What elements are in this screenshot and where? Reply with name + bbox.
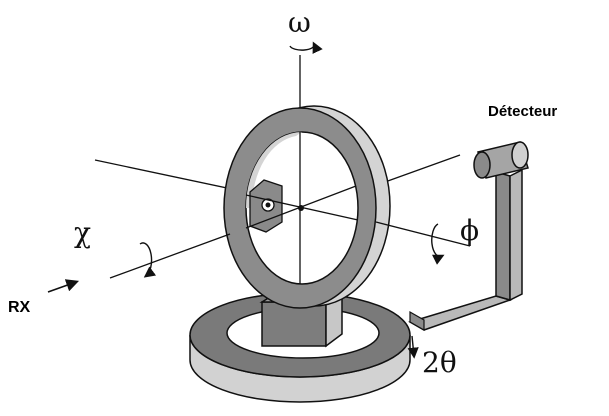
chi-axis-front: [109, 233, 231, 279]
phi-axis-front: [375, 221, 471, 247]
rotation-center: [298, 205, 304, 211]
chi-axis-back: [384, 154, 461, 183]
chi-label: χ: [74, 216, 91, 249]
chi-ring: [223, 105, 391, 309]
phi-label: ϕ: [460, 214, 479, 247]
detector-cylinder: [473, 141, 529, 179]
rx-beam-arrow: [47, 279, 80, 293]
chi-rotation-arrow: [139, 242, 157, 278]
two-theta-rotation-arrow: [407, 335, 419, 359]
omega-label: ω: [288, 6, 311, 39]
omega-rotation-arrow: [289, 41, 323, 54]
rx-label: RX: [8, 299, 31, 316]
detector-arm: [408, 168, 523, 332]
two-theta-label: 2θ: [422, 346, 457, 379]
phi-rotation-arrow: [431, 223, 445, 265]
detector-label: Détecteur: [488, 103, 557, 120]
